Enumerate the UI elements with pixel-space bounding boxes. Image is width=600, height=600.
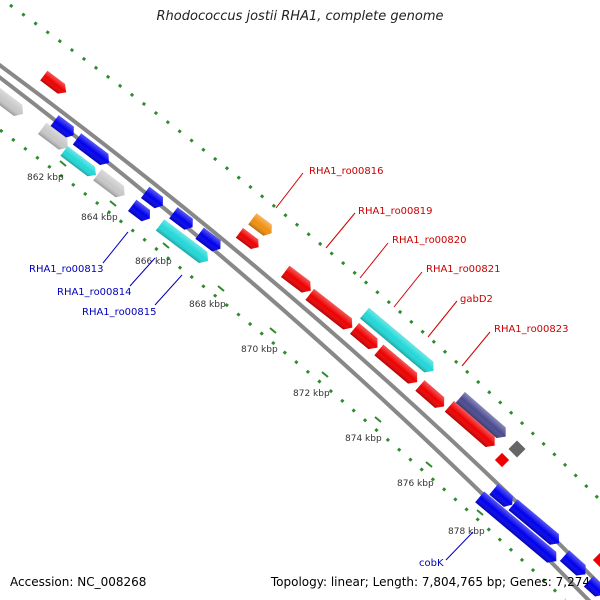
scale-ticks: 862 kbp 864 kbp 866 kbp 868 kbp 870 kbp … [27,160,485,537]
scale-tick [476,509,484,516]
reverse-gene-labels: RHA1_ro00813 RHA1_ro00814 RHA1_ro00815 c… [29,264,444,569]
gene-blue[interactable] [141,186,167,211]
leader-line [461,331,491,367]
gene-red[interactable] [592,552,600,568]
gene-label[interactable]: RHA1_ro00820 [392,235,467,246]
gene-cyan[interactable] [155,219,212,266]
track-guides [0,3,600,600]
leader-line [325,212,356,249]
gene-gray[interactable] [0,84,27,119]
gene-label[interactable]: RHA1_ro00815 [82,307,157,318]
gene-label[interactable]: RHA1_ro00819 [358,206,433,217]
outer-forward-track [9,3,600,502]
gene-red[interactable] [494,452,510,468]
gene-red[interactable] [305,288,356,333]
gene-gray[interactable] [38,122,72,153]
gene-blue[interactable] [195,227,224,255]
forward-genes [0,70,600,568]
scale-tick [162,242,170,249]
accession-text: Accession: NC_008268 [10,575,147,589]
gene-red[interactable] [444,401,499,451]
gene-label[interactable]: RHA1_ro00814 [57,287,132,298]
gene-red[interactable] [350,322,382,353]
scale-tick [269,327,277,334]
leader-line [154,274,183,306]
gene-blue[interactable] [128,199,154,224]
gene-blue[interactable] [559,550,590,579]
scale-tick-label: 878 kbp [448,527,485,537]
scale-tick-label: 866 kbp [135,257,172,267]
leader-line [275,172,304,209]
gene-dark-gray[interactable] [508,440,526,458]
leader-line [393,271,423,308]
gene-slate[interactable] [455,392,510,442]
gene-label[interactable]: cobK [419,558,444,569]
scale-tick [109,200,117,207]
label-leaders [102,172,491,561]
gene-blue[interactable] [583,576,600,600]
gene-red[interactable] [235,227,262,252]
scale-tick [425,461,433,468]
gene-red[interactable] [281,265,315,296]
gene-orange[interactable] [248,213,276,239]
gene-blue[interactable] [489,483,516,510]
scale-tick-label: 868 kbp [189,300,226,310]
forward-gene-labels: RHA1_ro00816 RHA1_ro00819 RHA1_ro00820 R… [309,166,569,335]
scale-tick [217,285,225,292]
reverse-genes [38,115,600,600]
leader-line [129,257,156,287]
scale-tick-label: 862 kbp [27,173,64,183]
inner-reverse-track [0,128,567,600]
gene-label[interactable]: RHA1_ro00823 [494,324,569,335]
gene-red[interactable] [374,344,421,388]
scale-tick [374,416,382,423]
gene-label[interactable]: RHA1_ro00813 [29,264,104,275]
leader-line [427,300,458,338]
gene-gray[interactable] [93,169,129,201]
gene-label[interactable]: gabD2 [460,294,493,305]
scale-tick [321,371,329,378]
topology-text: Topology: linear; Length: 7,804,765 bp; … [270,575,590,589]
gene-label[interactable]: RHA1_ro00821 [426,264,501,275]
scale-tick-label: 870 kbp [241,345,278,355]
gene-red[interactable] [40,70,70,97]
gene-cyan[interactable] [360,307,438,377]
scale-tick-label: 876 kbp [397,479,434,489]
gene-cyan[interactable] [60,146,99,180]
gene-blue[interactable] [475,491,561,566]
gene-blue[interactable] [169,207,197,233]
scale-tick-label: 864 kbp [81,213,118,223]
leader-line [102,231,129,264]
scale-tick-label: 872 kbp [293,389,330,399]
genome-title: Rhodococcus jostii RHA1, complete genome [156,9,444,24]
scale-tick [59,160,67,167]
leader-line [445,531,474,561]
gene-blue[interactable] [508,499,564,548]
gene-blue[interactable] [72,133,113,168]
gene-label[interactable]: RHA1_ro00816 [309,166,384,177]
gene-blue[interactable] [50,115,78,141]
gene-red[interactable] [415,380,448,412]
leader-line [359,242,389,279]
scale-tick-label: 874 kbp [345,434,382,444]
